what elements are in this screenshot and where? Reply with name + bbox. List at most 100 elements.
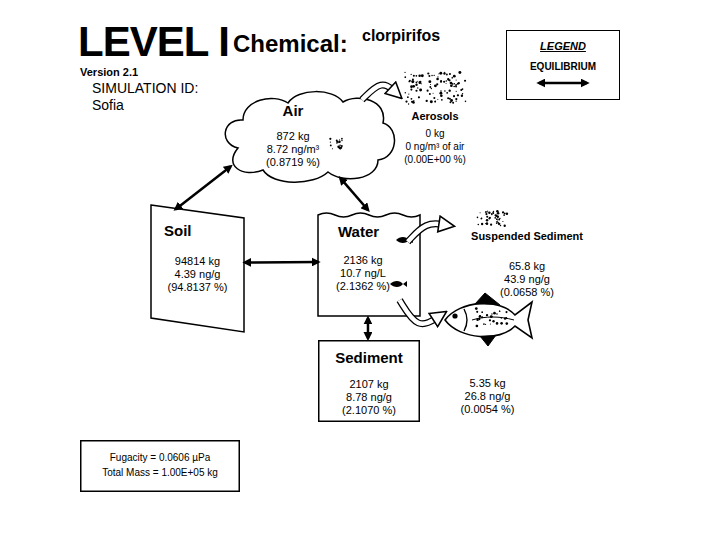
compartment-value: 2136 kg xyxy=(318,254,408,267)
particle-dot xyxy=(496,322,499,325)
equilibrium-arrow xyxy=(539,82,587,85)
particle-dot xyxy=(498,219,500,221)
compartment-value: 872 kg xyxy=(218,130,368,143)
particle-dot xyxy=(419,89,422,92)
particle-dot xyxy=(428,80,431,83)
particle-dot xyxy=(499,311,500,312)
particle-dot xyxy=(480,212,481,213)
fish-illustration xyxy=(445,293,532,346)
compartment-name: Soil xyxy=(164,222,234,239)
compartment-value: (2.1070 %) xyxy=(318,404,420,417)
equilibrium-arrow xyxy=(367,318,370,338)
particle-dot xyxy=(412,80,414,82)
particle-dot xyxy=(449,73,451,75)
box-outline xyxy=(81,441,240,492)
particle-dot xyxy=(475,307,478,310)
particle-dot xyxy=(479,319,480,320)
particle-dot xyxy=(490,315,493,318)
particle-dot xyxy=(497,222,499,224)
summary-box: Fugacity = 0.0606 µPaTotal Mass = 1.00E+… xyxy=(80,440,240,492)
water-outline xyxy=(318,213,420,316)
aerosol-compartment: Aerosols0 kg0 ng/m³ of air(0.00E+00 %) xyxy=(390,72,480,170)
particle-dot xyxy=(412,85,415,88)
equilibrium-arrow xyxy=(340,178,368,210)
particle-dot xyxy=(496,222,498,224)
particle-dot xyxy=(454,83,456,85)
particle-dot xyxy=(499,311,501,313)
air-compartment: Air872 kg8.72 ng/m³(0.8719 %) xyxy=(218,88,398,186)
particle-dot xyxy=(496,313,498,315)
particle-dot xyxy=(457,83,459,85)
particle-dot xyxy=(434,101,436,103)
particle-dot xyxy=(478,224,480,226)
soil-outline xyxy=(151,205,244,332)
compartment-value: 8.72 ng/m³ xyxy=(218,143,368,156)
particle-dot xyxy=(464,80,466,82)
particle-dot xyxy=(491,313,492,314)
particle-dot xyxy=(486,222,489,225)
particle-dot xyxy=(411,74,412,75)
particle-dot xyxy=(339,139,340,140)
water-compartment: Water2136 kg10.7 ng/L(2.1362 %) xyxy=(318,210,420,316)
particle-dot xyxy=(452,102,454,104)
particle-dot xyxy=(330,144,332,146)
particle-dot xyxy=(439,92,442,95)
particle-dot xyxy=(457,94,459,96)
particle-dot xyxy=(497,220,498,221)
compartment-value: (0.00E+00 %) xyxy=(390,154,480,166)
particle-dot xyxy=(489,319,491,321)
particle-dot xyxy=(443,72,445,74)
particle-dot xyxy=(506,213,508,215)
particle-dot xyxy=(481,223,483,225)
equilibrium-arrow xyxy=(176,166,231,209)
particle-dot xyxy=(453,75,456,78)
compartment-value: (94.8137 %) xyxy=(150,281,245,294)
particle-dot xyxy=(488,212,490,214)
legend-label: EQUILIBRIUM xyxy=(506,61,620,73)
particle-dot xyxy=(446,83,447,84)
particle-dot xyxy=(486,219,488,221)
compartment-value: 0 ng/m³ of air xyxy=(390,141,480,153)
compartment-name: Water xyxy=(338,223,408,240)
particle-dot xyxy=(446,80,448,82)
particle-dot xyxy=(449,89,451,91)
compartment-value: Total Mass = 1.00E+05 kg xyxy=(80,467,240,479)
particle-dot xyxy=(486,314,488,316)
particle-dot xyxy=(429,86,431,88)
particle-dot xyxy=(500,225,501,226)
particle-dot xyxy=(483,323,485,325)
simulation-id: Sofia xyxy=(92,97,192,113)
particle-dot xyxy=(438,73,439,74)
fish-icon xyxy=(396,237,413,243)
particle-dot xyxy=(450,84,453,87)
particle-dot xyxy=(429,93,431,95)
particle-dot xyxy=(490,323,491,324)
particle-dot xyxy=(411,98,413,100)
particle-dot xyxy=(477,217,479,219)
particle-dot xyxy=(458,82,460,84)
particle-dot xyxy=(336,142,338,144)
particle-dot xyxy=(430,100,433,103)
particle-dot xyxy=(440,90,441,91)
particle-dot xyxy=(446,74,448,76)
particle-dot xyxy=(410,89,412,91)
particle-dot xyxy=(491,214,493,216)
legend-heading: LEGEND xyxy=(506,40,620,53)
particle-dot xyxy=(409,80,411,82)
particle-dot xyxy=(485,213,487,215)
particle-dot xyxy=(492,320,494,322)
compartment-value: (0.0658 %) xyxy=(452,286,602,299)
particle-dot xyxy=(486,211,487,212)
particle-dot xyxy=(485,324,486,325)
particle-dot xyxy=(500,322,503,325)
particle-dot xyxy=(427,90,429,92)
particle-dot xyxy=(412,86,413,87)
particle-dot xyxy=(410,85,413,88)
flow-arrow-outline xyxy=(362,85,395,100)
flow-arrow xyxy=(362,85,395,100)
particle-dot xyxy=(415,90,417,92)
particle-dot xyxy=(330,141,331,142)
box-outline xyxy=(319,341,420,422)
particle-dot xyxy=(461,95,463,97)
